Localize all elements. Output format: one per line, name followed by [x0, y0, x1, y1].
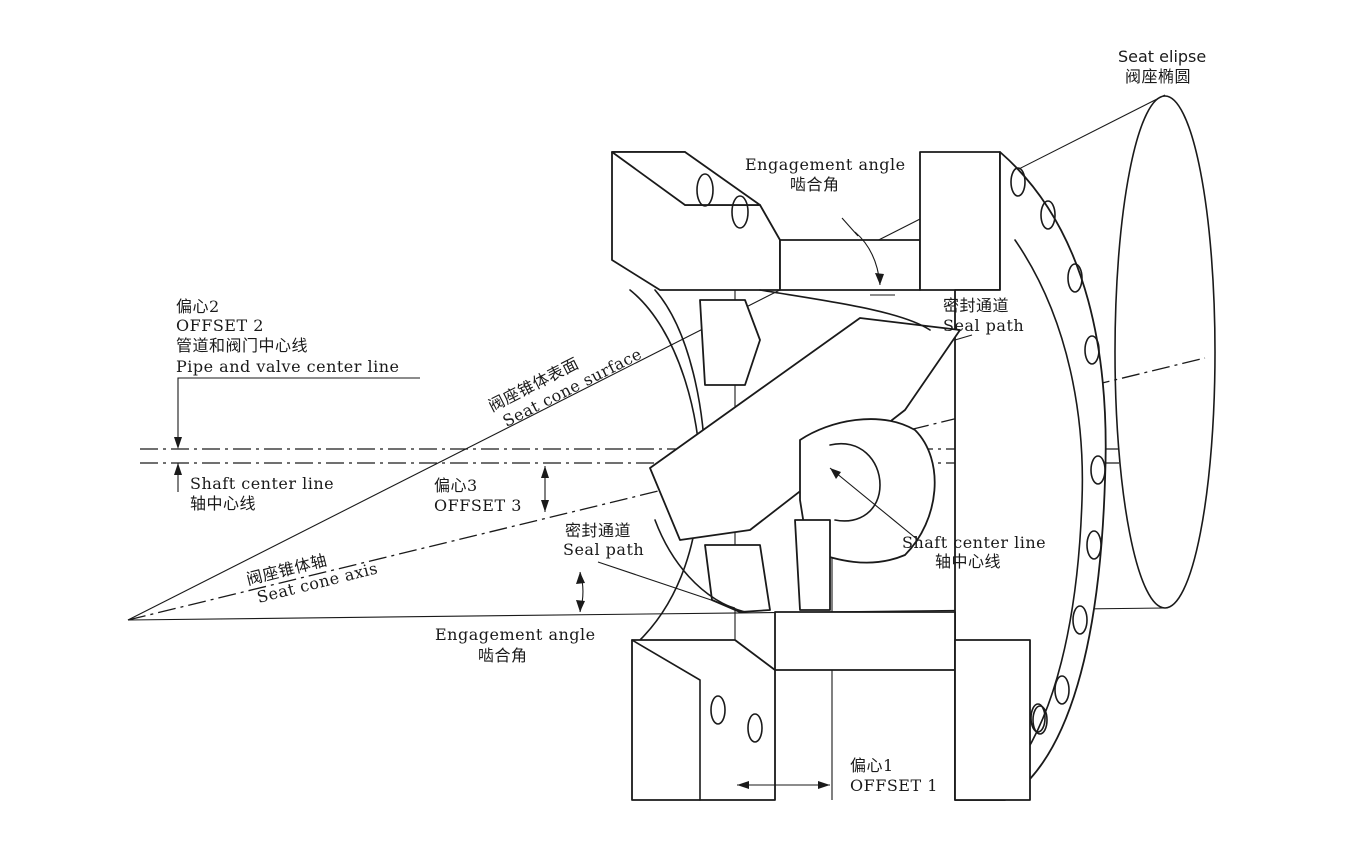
seal-path-bottom-label-zh: 密封通道 [565, 521, 631, 540]
seat-cone-axis-label: 阀座锥体轴 Seat cone axis [244, 550, 379, 606]
offset2-leader [177, 377, 420, 440]
seat-ring-upper [699, 299, 761, 386]
offset1-label-en: OFFSET 1 [850, 776, 938, 795]
offset2-label-en: OFFSET 2 [176, 316, 264, 335]
bolt-hole [710, 695, 726, 725]
offset3-label-zh: 偏心3 [434, 476, 478, 495]
offset2-arrow-top [174, 437, 182, 449]
bolt-hole [1030, 703, 1046, 733]
body-bottom-bridge [774, 611, 956, 671]
bolt-hole [1072, 605, 1088, 635]
bolt-hole [731, 195, 749, 229]
seat-elipse-label-zh: 阀座椭圆 [1125, 67, 1191, 86]
bolt-hole [747, 713, 763, 743]
engagement-angle-top-label-zh: 啮合角 [790, 175, 840, 194]
seat-cone-surface-label: 阀座锥体表面 Seat cone surface [485, 344, 645, 431]
bolt-hole [1090, 455, 1106, 485]
pipe-center-line-label-zh: 管道和阀门中心线 [176, 336, 308, 355]
bottom-right-lug [954, 639, 1031, 801]
bolt-hole [1010, 167, 1026, 197]
bolt-hole [1040, 200, 1056, 230]
offset2-arrow-bottom [174, 463, 182, 475]
pipe-center-line-label-en: Pipe and valve center line [176, 357, 400, 376]
bottom-left-lug [631, 639, 776, 801]
seat-ring-lower [704, 544, 771, 613]
shaft-center-right-leader [829, 467, 919, 541]
bolt-hole [1054, 675, 1070, 705]
valve-body [611, 151, 1107, 801]
shaft-center-right-label-zh: 轴中心线 [935, 552, 1001, 571]
bolt-hole [696, 173, 714, 207]
engagement-angle-top-label-en: Engagement angle [745, 155, 906, 174]
body-top-bridge [779, 239, 921, 291]
seal-path-top-label-en: Seal path [943, 316, 1024, 335]
seal-path-top-label-zh: 密封通道 [943, 296, 1009, 315]
bolt-hole [1067, 263, 1083, 293]
shaft-center-left-label-zh: 轴中心线 [190, 494, 256, 513]
shaft-stem [794, 519, 831, 611]
bolt-hole [1086, 530, 1102, 560]
engagement-angle-bottom-label-zh: 啮合角 [478, 646, 528, 665]
seat-elipse-label-en: Seat elipse [1118, 47, 1206, 66]
valve-disc [649, 289, 961, 613]
engagement-angle-bottom-label-en: Engagement angle [435, 625, 596, 644]
offset3-label-en: OFFSET 3 [434, 496, 522, 515]
dimension-arrows [174, 217, 973, 789]
disc-plate [649, 317, 961, 541]
shaft-center-left-label-en: Shaft center line [190, 474, 334, 493]
seal-arc-top [759, 289, 931, 331]
right-flange [954, 151, 1107, 801]
shaft-center-right-label-en: Shaft center line [902, 533, 1046, 552]
offset1-label-zh: 偏心1 [850, 756, 894, 775]
bolt-hole [1032, 705, 1048, 735]
shaft-hub-inner [829, 442, 881, 522]
offset2-label-zh: 偏心2 [176, 297, 220, 316]
bolt-hole [1084, 335, 1100, 365]
top-right-lug [919, 151, 1001, 291]
seat-ellipse [1114, 95, 1216, 609]
seal-path-bottom-leader [597, 561, 736, 609]
seal-path-bottom-label-en: Seal path [563, 540, 644, 559]
